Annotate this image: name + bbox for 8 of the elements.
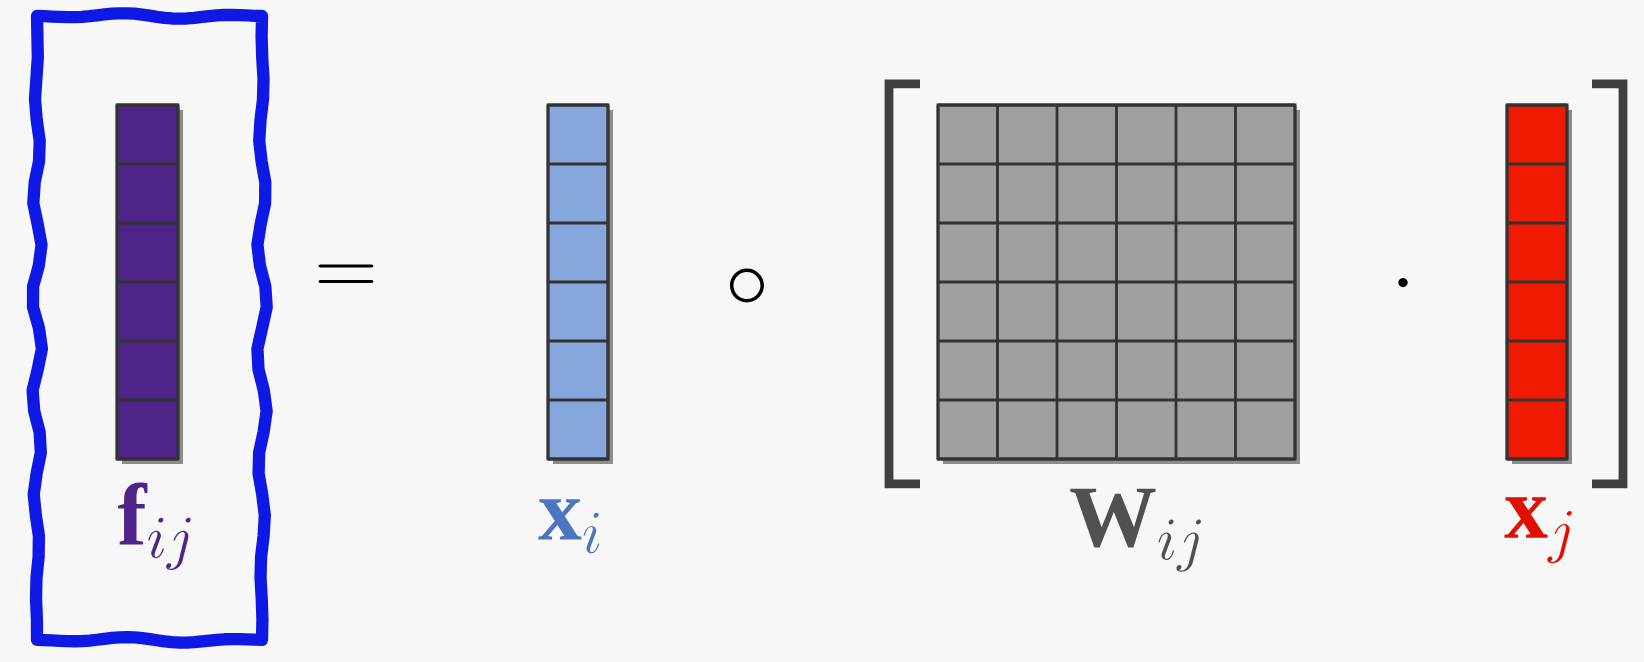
operator-symbol: $\cdot$: [1398, 277, 1408, 288]
vector-label: $\mathbf{x}_{i}$: [538, 499, 600, 554]
matrix-label: $\mathbf{W}_{ij}$: [1070, 488, 1201, 572]
operator-symbol: $\circ$: [729, 268, 764, 303]
vector-label: $\mathbf{f}_{ij}$: [118, 482, 191, 570]
vector-label: $\mathbf{x}_{j}$: [1504, 497, 1572, 564]
operator-symbol: $=$: [318, 264, 374, 283]
outline-box: [26, 7, 273, 649]
